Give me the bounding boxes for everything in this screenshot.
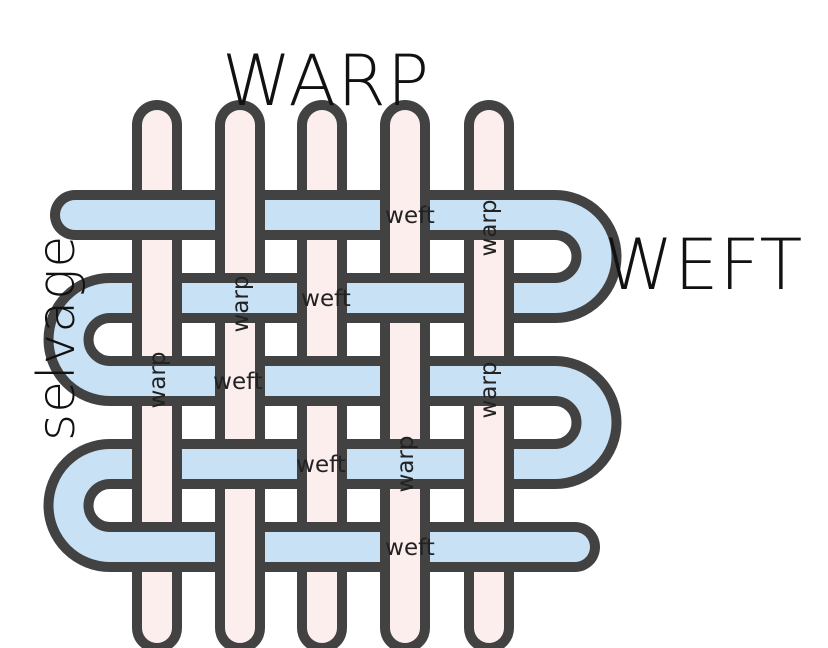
warp-label: warp [476, 362, 502, 419]
thread-labels: weft weft weft weft weft warp warp warp warp warp [145, 200, 502, 561]
weft-label: weft [301, 286, 351, 312]
warp-threads [116, 100, 530, 648]
warp-label: warp [393, 436, 419, 493]
weft-label: weft [385, 203, 435, 229]
weft-title: WEFT [604, 224, 804, 306]
weft-label: weft [213, 369, 263, 395]
warp-label: warp [476, 200, 502, 257]
warp-label: warp [145, 352, 171, 409]
warp-title: WARP [222, 40, 431, 122]
selvage-label: selvage [27, 234, 87, 441]
weft-label: weft [296, 452, 346, 478]
warp-label: warp [228, 276, 254, 333]
weft-label: weft [385, 535, 435, 561]
